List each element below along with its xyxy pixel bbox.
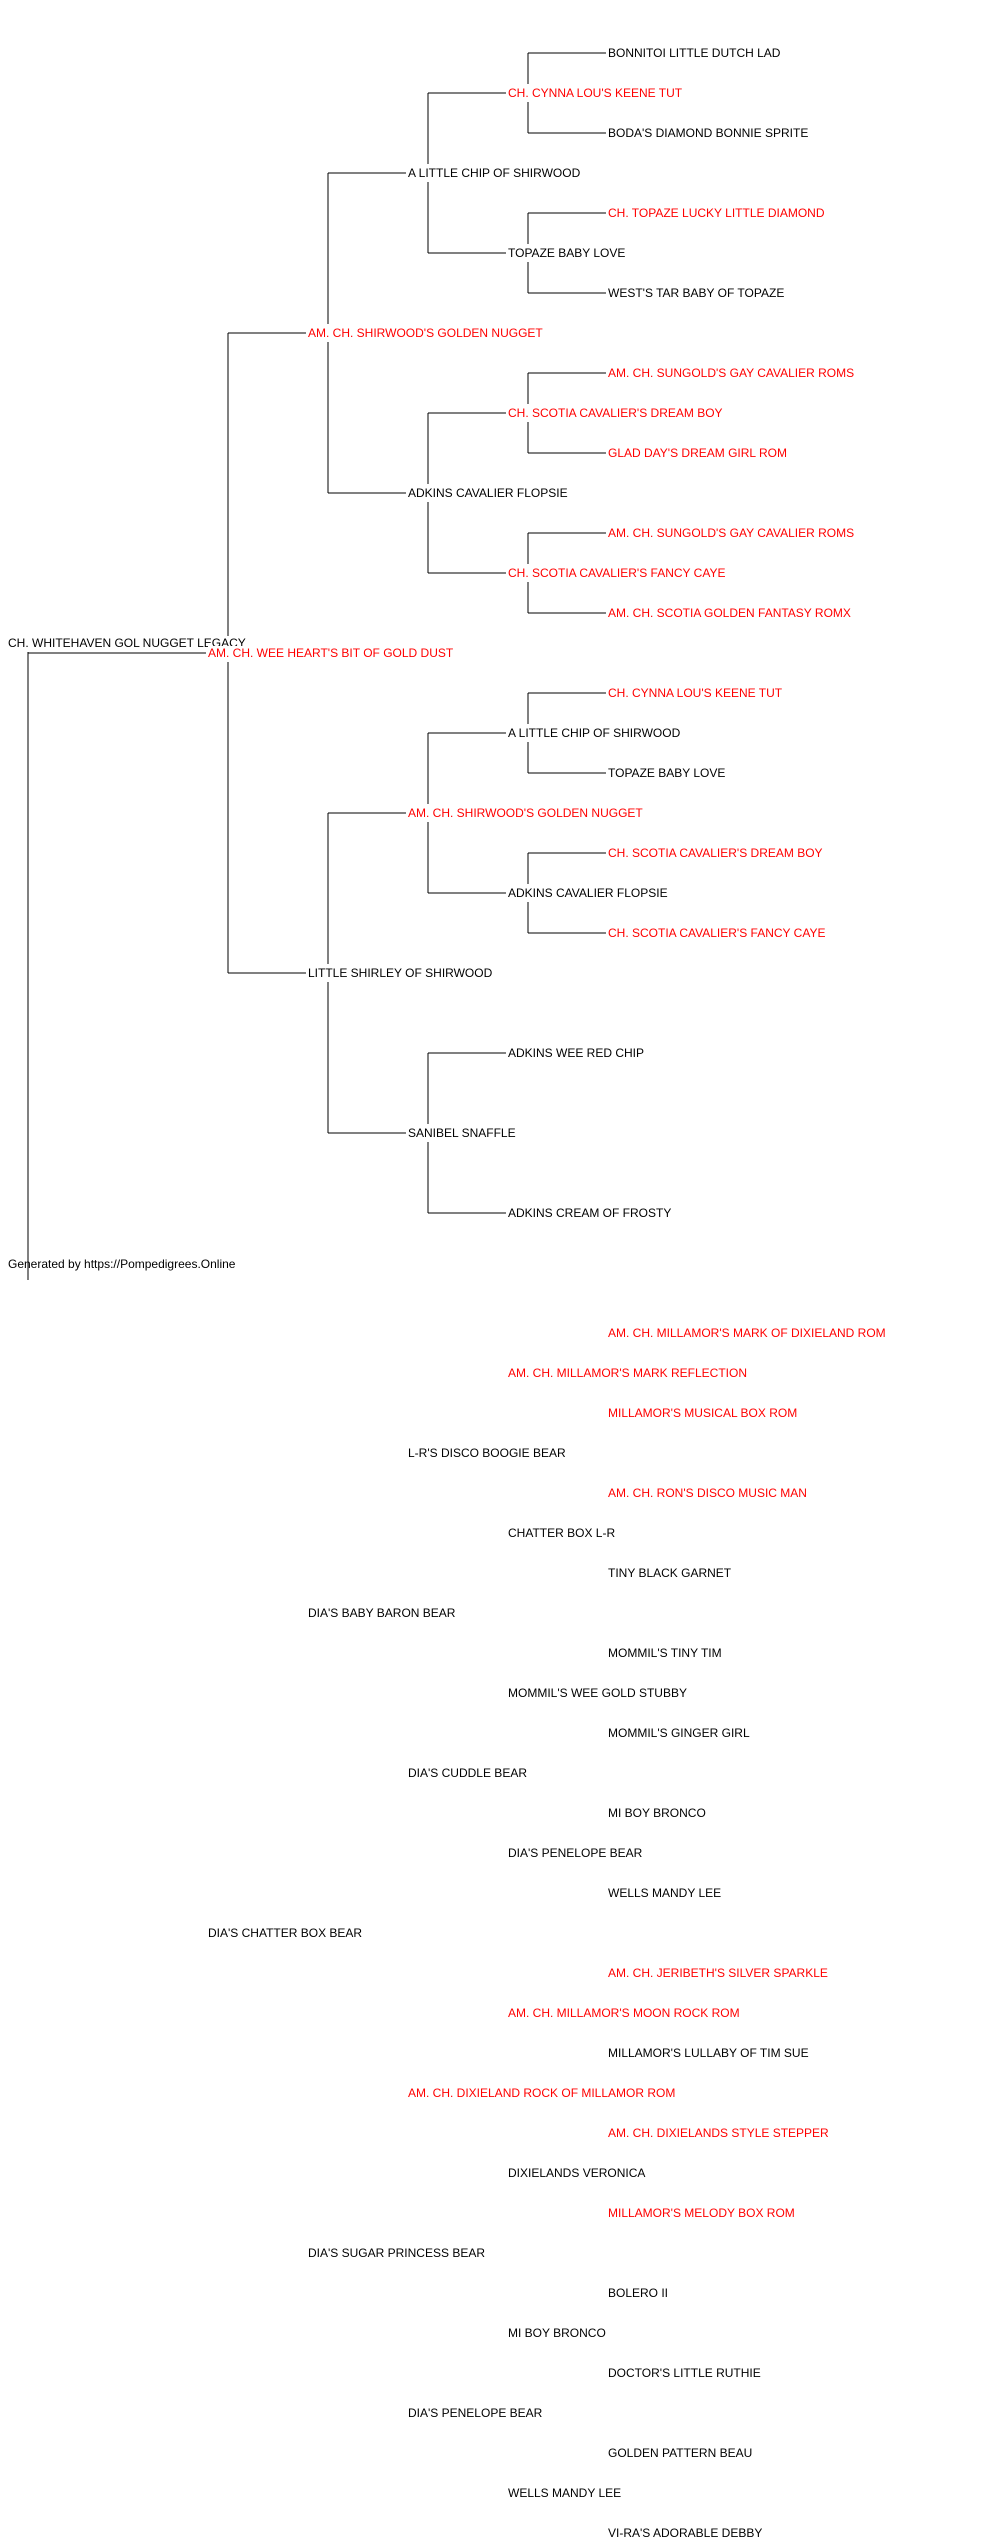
generator-footer: Generated by https://Pompedigrees.Online [8,1257,236,1271]
sire-gen4: MI BOY BRONCO [508,2326,607,2340]
dam-gen4: TOPAZE BABY LOVE [508,246,627,260]
sire-gen3: L-R'S DISCO BOOGIE BEAR [408,1446,567,1460]
sire-gen4: A LITTLE CHIP OF SHIRWOOD [508,726,682,740]
dam-gen4: WELLS MANDY LEE [508,2486,623,2500]
dam-gen2: DIA'S SUGAR PRINCESS BEAR [308,2246,486,2260]
dam-gen5: GLAD DAY'S DREAM GIRL ROM [608,446,788,460]
dam-gen1: DIA'S CHATTER BOX BEAR [208,1926,364,1940]
sire-gen1: AM. CH. WEE HEART'S BIT OF GOLD DUST [208,646,455,660]
dam-gen4: DIA'S PENELOPE BEAR [508,1846,644,1860]
sire-gen5: AM. CH. RON'S DISCO MUSIC MAN [608,1486,808,1500]
sire-gen5: CH. CYNNA LOU'S KEENE TUT [608,686,784,700]
dam-gen5: MILLAMOR'S MELODY BOX ROM [608,2206,796,2220]
dam-gen5: MILLAMOR'S LULLABY OF TIM SUE [608,2046,810,2060]
sire-gen5: AM. CH. JERIBETH'S SILVER SPARKLE [608,1966,829,1980]
sire-gen3: AM. CH. DIXIELAND ROCK OF MILLAMOR ROM [408,2086,677,2100]
dam-gen2: LITTLE SHIRLEY OF SHIRWOOD [308,966,494,980]
dam-gen4: CHATTER BOX L-R [508,1526,617,1540]
sire-gen5: BONNITOI LITTLE DUTCH LAD [608,46,782,60]
dam-gen3: ADKINS CAVALIER FLOPSIE [408,486,569,500]
sire-gen5: BOLERO II [608,2286,670,2300]
dam-gen5: WEST'S TAR BABY OF TOPAZE [608,286,786,300]
sire-gen3: A LITTLE CHIP OF SHIRWOOD [408,166,582,180]
sire-gen4: CH. CYNNA LOU'S KEENE TUT [508,86,684,100]
sire-gen5: AM. CH. SUNGOLD'S GAY CAVALIER ROMS [608,526,856,540]
sire-gen5: CH. TOPAZE LUCKY LITTLE DIAMOND [608,206,826,220]
dam-gen4: ADKINS CAVALIER FLOPSIE [508,886,669,900]
sire-gen5: AM. CH. MILLAMOR'S MARK OF DIXIELAND ROM [608,1326,887,1340]
dam-gen5: DOCTOR'S LITTLE RUTHIE [608,2366,762,2380]
sire-gen4: AM. CH. MILLAMOR'S MARK REFLECTION [508,1366,748,1380]
sire-gen4: MOMMIL'S WEE GOLD STUBBY [508,1686,688,1700]
dam-gen3: SANIBEL SNAFFLE [408,1126,517,1140]
dam-gen4: CH. SCOTIA CAVALIER'S FANCY CAYE [508,566,727,580]
sire-gen2: AM. CH. SHIRWOOD'S GOLDEN NUGGET [308,326,544,340]
sire-gen4: AM. CH. MILLAMOR'S MOON ROCK ROM [508,2006,741,2020]
sire-gen4: ADKINS WEE RED CHIP [508,1046,646,1060]
dam-gen5: MILLAMOR'S MUSICAL BOX ROM [608,1406,799,1420]
sire-gen5: GOLDEN PATTERN BEAU [608,2446,754,2460]
dam-gen5: TINY BLACK GARNET [608,1566,733,1580]
dam-gen3: DIA'S CUDDLE BEAR [408,1766,528,1780]
pedigree-lines [27,52,606,1280]
sire-gen5: MI BOY BRONCO [608,1806,707,1820]
sire-gen5: MOMMIL'S TINY TIM [608,1646,723,1660]
dam-gen5: VI-RA'S ADORABLE DEBBY [608,2526,764,2540]
dam-gen5: CH. SCOTIA CAVALIER'S FANCY CAYE [608,926,827,940]
dam-gen3: DIA'S PENELOPE BEAR [408,2406,544,2420]
sire-gen5: AM. CH. SUNGOLD'S GAY CAVALIER ROMS [608,366,856,380]
dam-gen4: ADKINS CREAM OF FROSTY [508,1206,673,1220]
sire-gen2: DIA'S BABY BARON BEAR [308,1606,457,1620]
sire-gen4: CH. SCOTIA CAVALIER'S DREAM BOY [508,406,724,420]
dam-gen5: BODA'S DIAMOND BONNIE SPRITE [608,126,810,140]
dam-gen4: DIXIELANDS VERONICA [508,2166,647,2180]
sire-gen5: CH. SCOTIA CAVALIER'S DREAM BOY [608,846,824,860]
dam-gen5: AM. CH. SCOTIA GOLDEN FANTASY ROMX [608,606,852,620]
subject-dog: CH. WHITEHAVEN GOL NUGGET LEGACY [8,636,247,650]
sire-gen5: AM. CH. DIXIELANDS STYLE STEPPER [608,2126,830,2140]
sire-gen3: AM. CH. SHIRWOOD'S GOLDEN NUGGET [408,806,644,820]
dam-gen5: MOMMIL'S GINGER GIRL [608,1726,751,1740]
dam-gen5: TOPAZE BABY LOVE [608,766,727,780]
dam-gen5: WELLS MANDY LEE [608,1886,723,1900]
